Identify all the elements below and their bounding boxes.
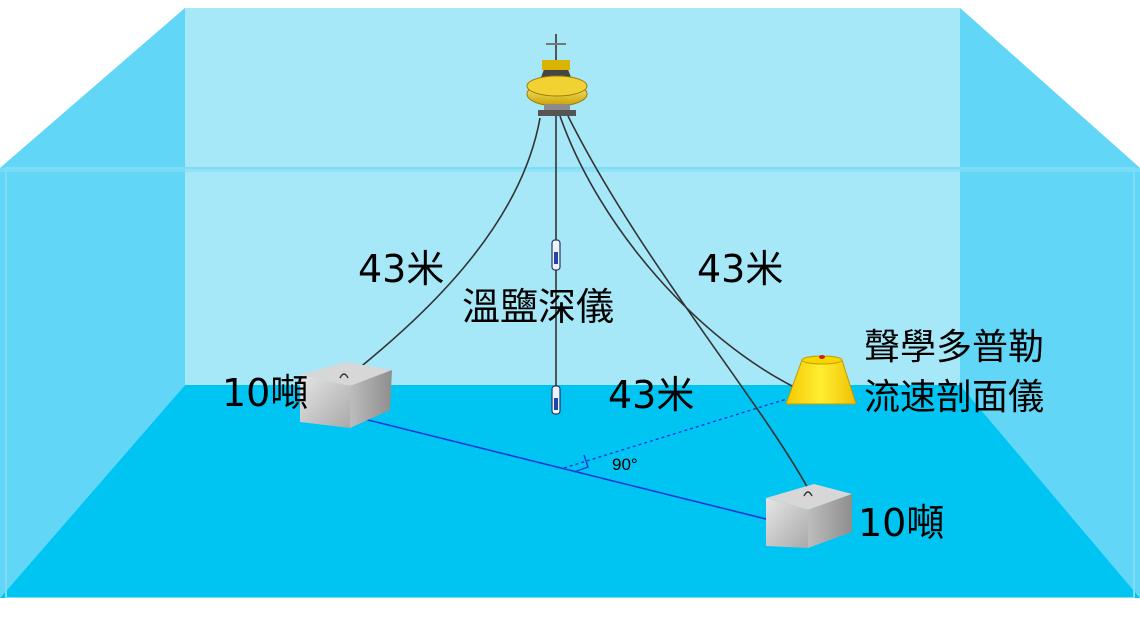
ctd-label: 溫鹽深儀	[462, 285, 615, 329]
bottom-edge	[0, 598, 1140, 614]
back-wall	[185, 8, 960, 385]
baseline-anchors	[359, 417, 771, 521]
adcp-label-line2: 流速剖面儀	[864, 377, 1045, 418]
angle-label: 90°	[612, 455, 638, 474]
rope-length-bottom-label: 43米	[608, 373, 695, 417]
adcp-icon	[785, 355, 857, 405]
rope-length-left-label: 43米	[358, 247, 445, 291]
anchor-block-right-icon	[766, 484, 852, 548]
rope-left	[341, 117, 541, 383]
rope-right-adcp	[559, 115, 797, 389]
rope-length-right-label: 43米	[697, 247, 784, 291]
rope-right-anchor	[567, 115, 811, 493]
buoy-icon	[526, 34, 588, 116]
ctd-sensor-lower-icon	[551, 385, 561, 415]
adcp-label-line1: 聲學多普勒	[864, 327, 1045, 368]
seabed	[0, 385, 1140, 598]
anchor-block-left-icon	[300, 362, 392, 428]
left-wall	[0, 8, 185, 598]
right-angle-mark	[573, 454, 589, 473]
anchor-right-label: 10噸	[858, 501, 945, 545]
anchor-left-label: 10噸	[222, 371, 309, 415]
ctd-sensor-icon	[551, 239, 561, 271]
right-wall	[960, 8, 1140, 598]
